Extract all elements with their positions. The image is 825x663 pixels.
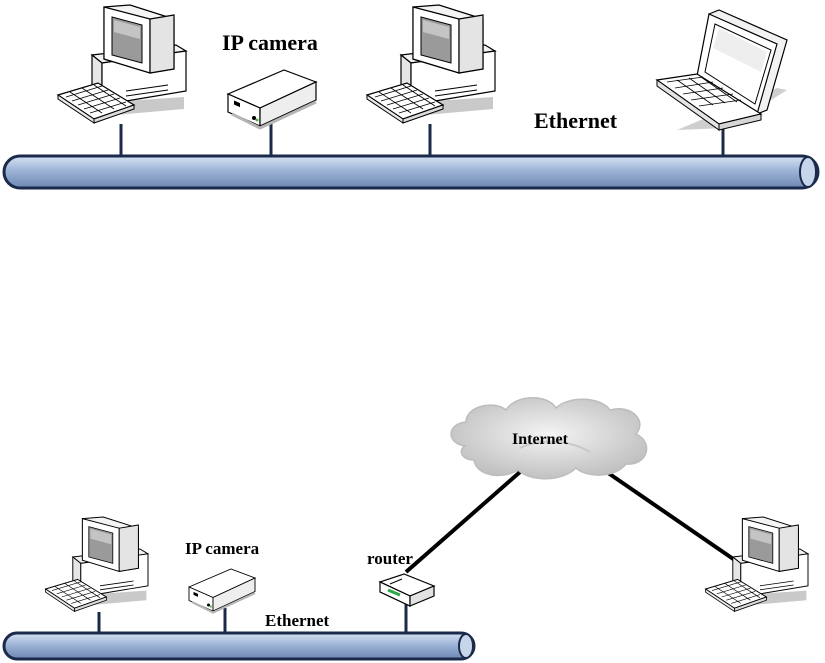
top-ethernet-label: Ethernet	[534, 108, 618, 133]
router-label: router	[367, 549, 413, 568]
bottom-ethernet-label: Ethernet	[265, 611, 330, 630]
internet-label: Internet	[512, 431, 569, 448]
bottom-camera-label: IP camera	[185, 539, 260, 558]
bottom-desktop-computer-icon	[46, 517, 148, 611]
remote-desktop-computer-icon	[706, 517, 808, 611]
top-diagram: IP camera Ethernet	[4, 5, 818, 188]
router-icon	[380, 574, 434, 606]
bottom-diagram: Internet IP camera router Ethernet	[4, 398, 808, 659]
top-ip-camera-icon	[228, 70, 316, 128]
bottom-link-internet-pc	[598, 466, 742, 565]
bottom-ethernet-bus	[4, 633, 474, 659]
top-laptop-icon	[657, 10, 787, 130]
top-desktop-computer-1-icon	[58, 5, 186, 123]
bottom-ip-camera-icon	[189, 569, 255, 613]
bottom-link-router-internet	[406, 472, 520, 572]
top-ethernet-bus	[4, 156, 818, 188]
top-desktop-computer-2-icon	[367, 5, 495, 123]
top-camera-label: IP camera	[222, 30, 318, 55]
